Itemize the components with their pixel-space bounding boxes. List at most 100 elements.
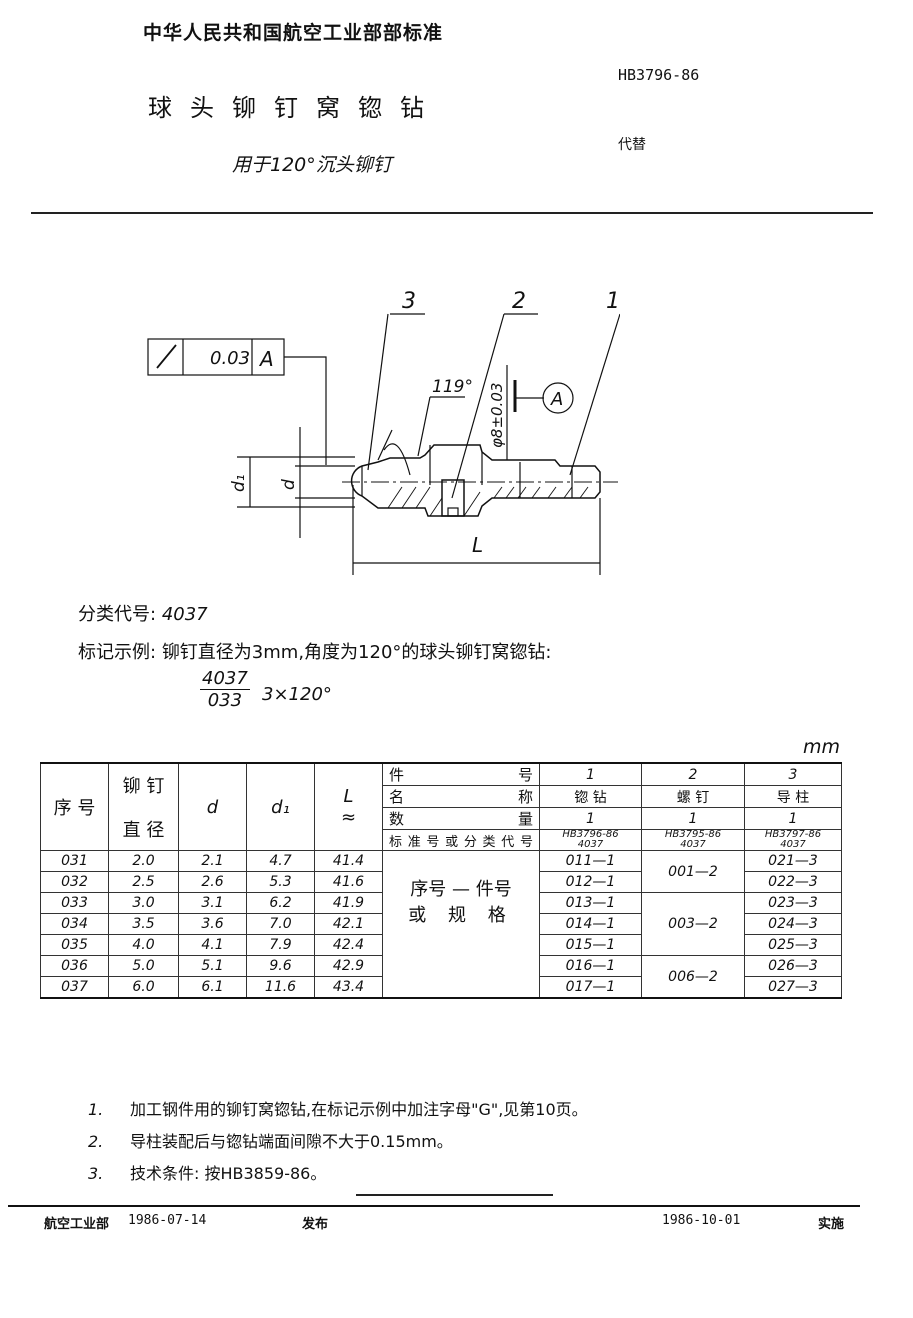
note-text: 导柱装配后与锪钻端面间隙不大于0.15mm。 — [130, 1132, 453, 1151]
note-text: 技术条件: 按HB3859-86。 — [130, 1164, 327, 1183]
part-3-no: 3 — [744, 762, 842, 786]
cell-p1: 013—1 — [539, 892, 642, 914]
label-std: 标准号或分类代号 — [382, 829, 540, 851]
marking-suffix: 3×120° — [262, 684, 332, 705]
cell-p3: 021—3 — [744, 850, 842, 872]
header-d: d — [178, 762, 247, 851]
organization-title: 中华人民共和国航空工业部部标准 — [143, 22, 444, 44]
cell-p1: 016—1 — [539, 955, 642, 977]
header-L: L ≈ — [314, 762, 383, 851]
unit-label: mm — [803, 736, 841, 758]
class-code-value: 4037 — [161, 604, 208, 625]
dim-L: L — [472, 533, 483, 557]
datum-label: A — [550, 389, 563, 410]
cell-d1: 9.6 — [246, 955, 315, 977]
cell-seq: 032 — [40, 871, 109, 893]
cell-d: 2.6 — [178, 871, 247, 893]
marking-denominator: 033 — [207, 690, 243, 711]
cell-d: 6.1 — [178, 976, 247, 999]
end-rule — [356, 1194, 553, 1196]
table-row: 037 6.0 6.1 11.6 43.4 017—1 027—3 — [40, 976, 842, 999]
footer-issue-label: 发布 — [302, 1217, 329, 1232]
replaces-label: 代替 — [618, 137, 646, 153]
footer-divider — [8, 1205, 860, 1207]
cell-d: 3.1 — [178, 892, 247, 914]
table-row: 036 5.0 5.1 9.6 42.9 016—1 006—2 026—3 — [40, 955, 842, 999]
footer-effective-label: 实施 — [818, 1217, 845, 1232]
cell-seq: 031 — [40, 850, 109, 872]
cell-d: 4.1 — [178, 934, 247, 956]
part-label-1: 1 — [606, 289, 620, 314]
header-rivet-diameter-top: 铆 钉 — [122, 776, 165, 797]
header-rivet-diameter-bottom: 直 径 — [122, 820, 165, 841]
part-2-no: 2 — [641, 762, 745, 786]
cell-p1: 015—1 — [539, 934, 642, 956]
part-1-qty: 1 — [539, 807, 642, 830]
cell-dia: 3.5 — [108, 913, 179, 935]
part-label-3: 3 — [402, 289, 416, 314]
cell-p1: 012—1 — [539, 871, 642, 893]
part-3-name: 导 柱 — [744, 785, 842, 808]
cell-dia: 6.0 — [108, 976, 179, 999]
tolerance-value: 0.03 — [210, 348, 250, 369]
note-2: 2.导柱装配后与锪钻端面间隙不大于0.15mm。 — [88, 1128, 453, 1152]
table-row: 034 3.5 3.6 7.0 42.1 014—1 024—3 — [40, 913, 842, 935]
cell-p2-group: 006—2 — [641, 955, 745, 999]
cell-dia: 2.0 — [108, 850, 179, 872]
document-subtitle: 用于120°沉头铆钉 — [232, 154, 392, 176]
footer-issuer: 航空工业部 — [44, 1217, 110, 1232]
cell-d: 3.6 — [178, 913, 247, 935]
cell-L: 42.1 — [314, 913, 383, 935]
header-L-bottom: ≈ — [340, 807, 357, 828]
cell-L: 41.6 — [314, 871, 383, 893]
part-2-qty: 1 — [641, 807, 745, 830]
cell-p3: 023—3 — [744, 892, 842, 914]
header-rivet-diameter: 铆 钉 直 径 — [108, 762, 179, 851]
cell-d: 5.1 — [178, 955, 247, 977]
marking-label: 标记示例: — [78, 642, 157, 663]
cell-p2-group: 001—2 — [641, 850, 745, 893]
cell-d1: 6.2 — [246, 892, 315, 914]
technical-drawing: 0.03 A 3 2 1 119° φ8±0.03 A d₁ d L — [147, 289, 620, 575]
cell-d: 2.1 — [178, 850, 247, 872]
cell-L: 41.4 — [314, 850, 383, 872]
cell-d1: 4.7 — [246, 850, 315, 872]
part-1-no: 1 — [539, 762, 642, 786]
label-name: 名称 — [382, 785, 540, 808]
cell-d1: 5.3 — [246, 871, 315, 893]
dim-d1: d₁ — [229, 474, 249, 492]
angle-label: 119° — [432, 377, 473, 397]
tolerance-datum: A — [258, 347, 274, 371]
note-3: 3.技术条件: 按HB3859-86。 — [88, 1160, 326, 1184]
class-code-line: 分类代号: 4037 — [78, 600, 208, 626]
spec-table: 序 号 铆 钉 直 径 d d₁ L ≈ 件号 1 2 3 名称 锪 钻 螺 钉… — [40, 762, 842, 999]
footer-effective-date: 1986-10-01 — [662, 1213, 741, 1228]
header-L-top: L — [343, 786, 354, 807]
footer-issue-date: 1986-07-14 — [128, 1213, 207, 1228]
part-label-2: 2 — [512, 289, 526, 314]
cell-L: 41.9 — [314, 892, 383, 914]
marking-text: 铆钉直径为3mm,角度为120°的球头铆钉窝锪钻: — [161, 642, 552, 663]
standard-code: HB3796-86 — [618, 66, 700, 84]
cell-L: 42.9 — [314, 955, 383, 977]
spec-label: 序号 — 件号 或 规 格 — [382, 850, 540, 999]
cell-p2-group: 003—2 — [641, 892, 745, 956]
cell-L: 42.4 — [314, 934, 383, 956]
header-d1: d₁ — [246, 762, 315, 851]
cell-seq: 033 — [40, 892, 109, 914]
header-seq: 序 号 — [40, 762, 109, 851]
table-row: 031 2.0 2.1 4.7 41.4 序号 — 件号 或 规 格 011—1… — [40, 850, 842, 999]
label-qty: 数量 — [382, 807, 540, 830]
marking-fraction: 4037 033 — [200, 668, 250, 711]
cell-seq: 034 — [40, 913, 109, 935]
cell-p3: 022—3 — [744, 871, 842, 893]
part-3-qty: 1 — [744, 807, 842, 830]
diameter-label: φ8±0.03 — [488, 383, 506, 448]
dim-d: d — [279, 479, 299, 490]
cell-L: 43.4 — [314, 976, 383, 999]
cell-p3: 026—3 — [744, 955, 842, 977]
cell-dia: 2.5 — [108, 871, 179, 893]
